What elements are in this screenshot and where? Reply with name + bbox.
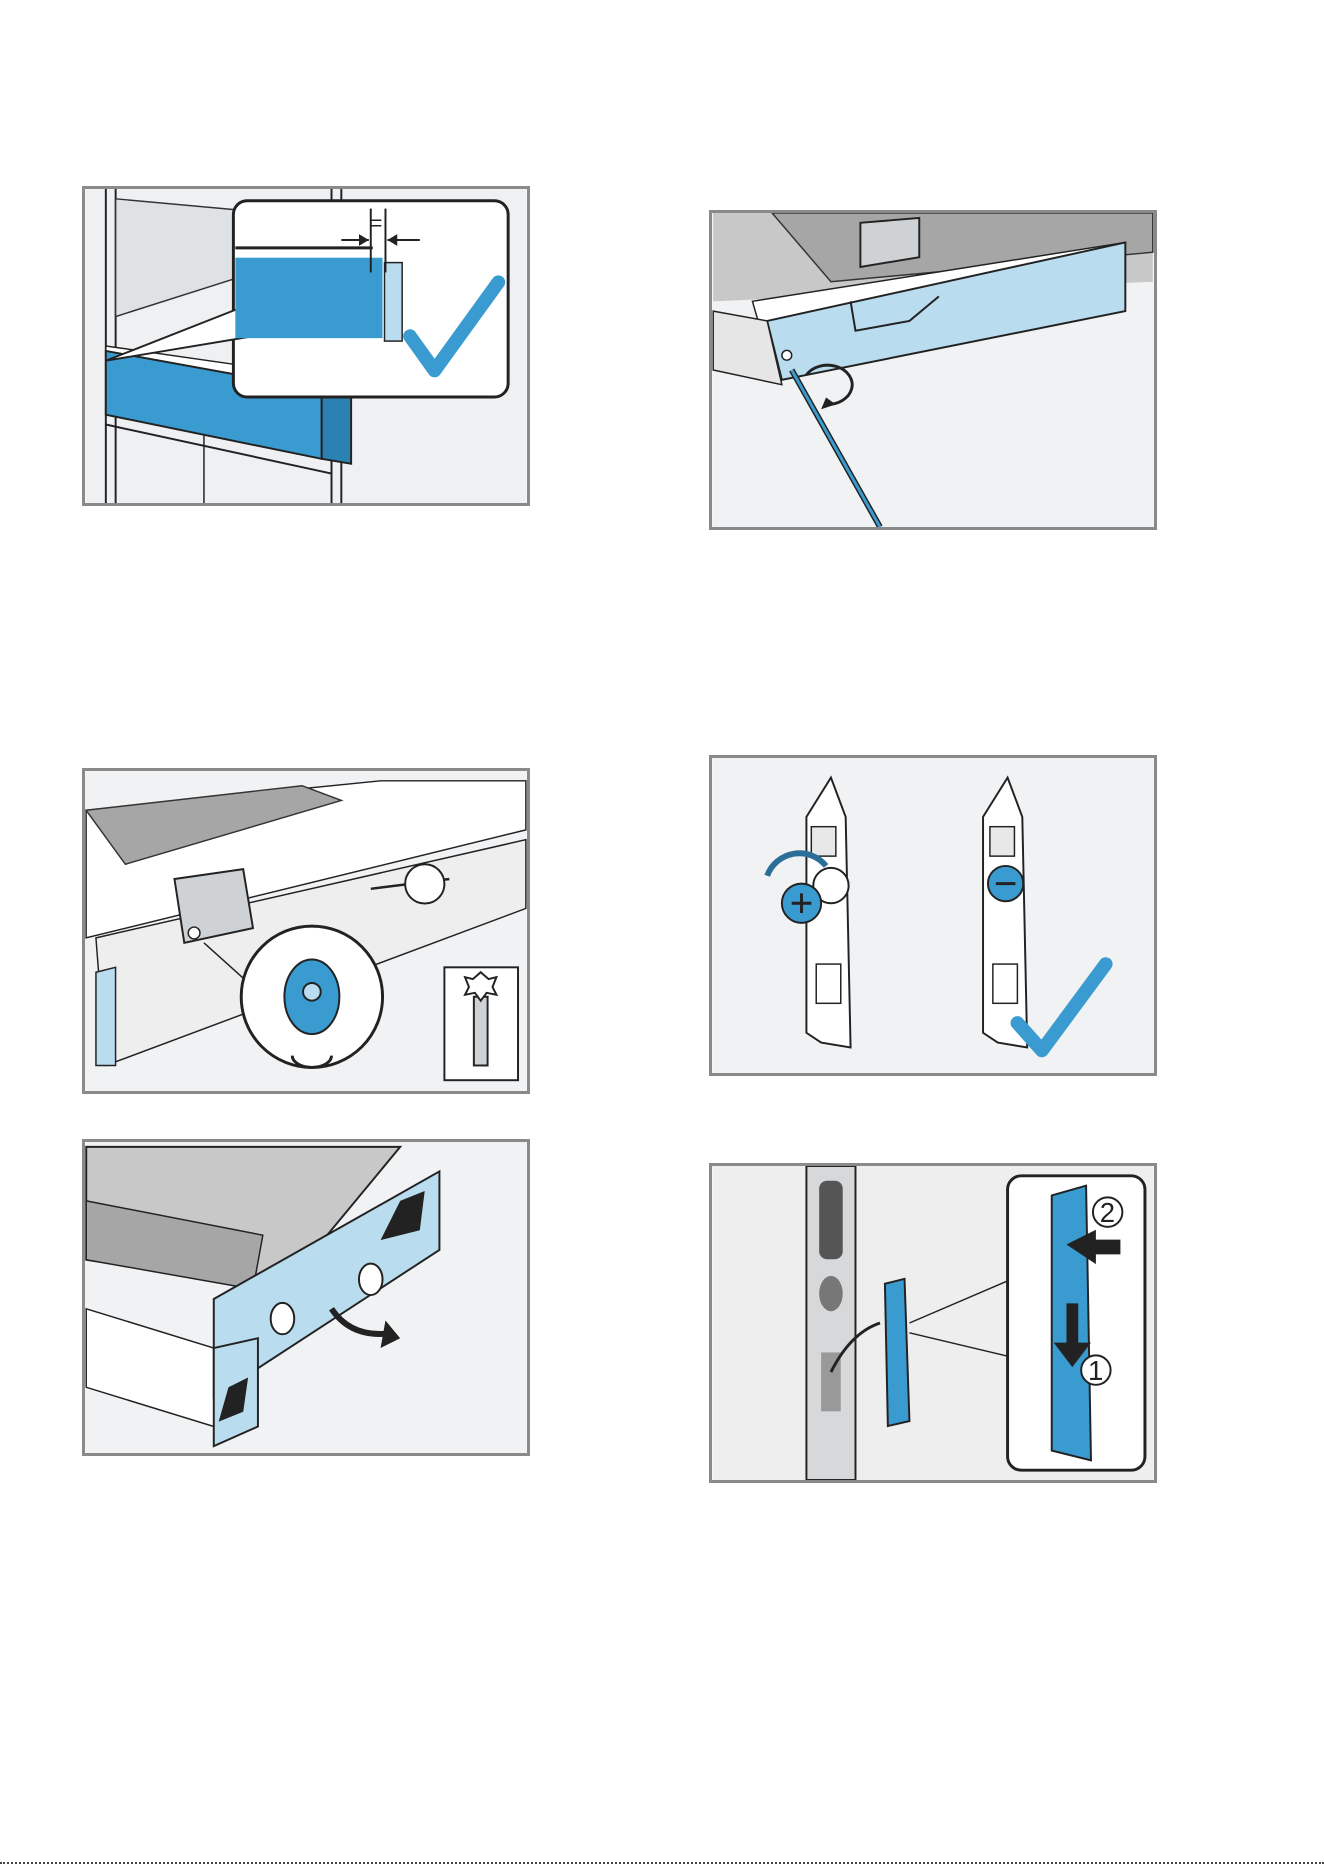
- bracket-tighten-illustration: [712, 758, 1154, 1073]
- step-one-label: 1: [1088, 1355, 1103, 1386]
- release-clip-illustration: 2 1: [712, 1166, 1154, 1480]
- figure-screw-panel-left: [709, 210, 1157, 530]
- page-footer-rule: [0, 1862, 1324, 1864]
- figure-bracket-tighten-check: [709, 755, 1157, 1076]
- front-gap-illustration: =: [85, 189, 527, 503]
- step-two-label: 2: [1100, 1197, 1115, 1228]
- hinge-adjust-illustration: [85, 771, 527, 1091]
- figure-release-clip: 2 1: [709, 1163, 1157, 1483]
- screw-panel-illustration: [712, 213, 1154, 527]
- figure-front-gap-check: =: [82, 186, 530, 506]
- equal-sign: =: [370, 210, 383, 235]
- remove-panel-illustration: [85, 1142, 527, 1453]
- figure-remove-panel: [82, 1139, 530, 1456]
- figure-adjust-hinge-torx: [82, 768, 530, 1094]
